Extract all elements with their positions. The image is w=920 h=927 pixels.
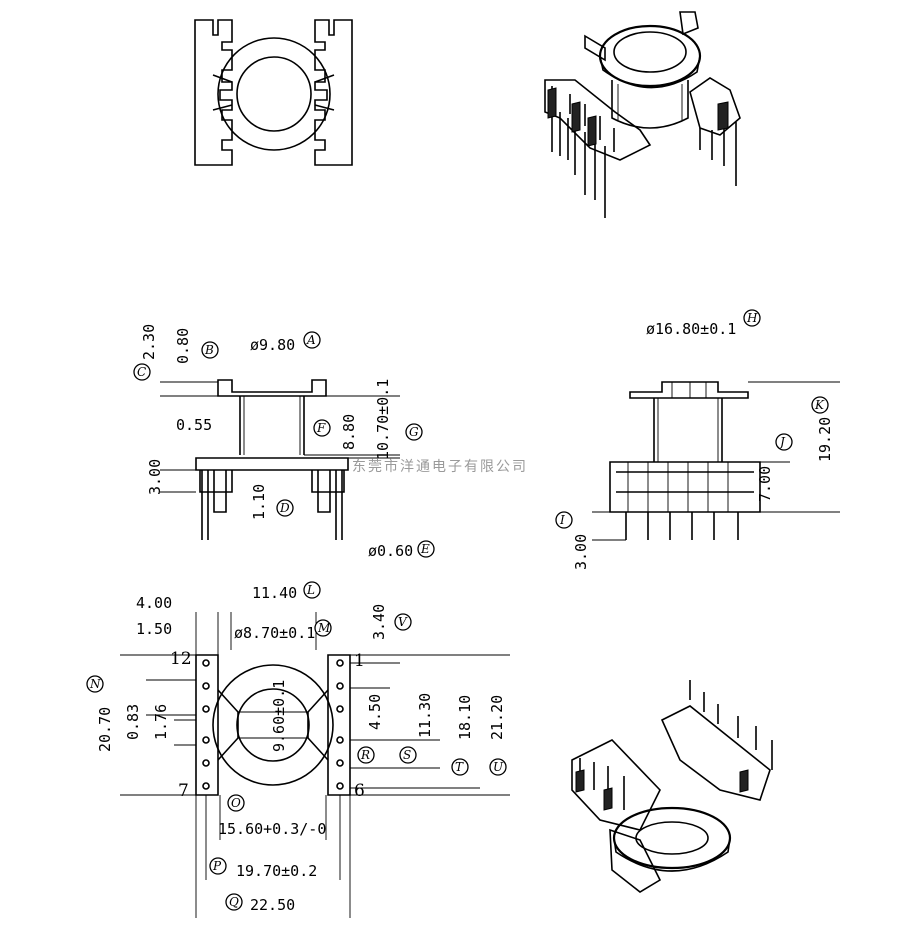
side-view xyxy=(592,381,840,541)
bottom-view xyxy=(120,612,510,918)
callout-R: R xyxy=(360,748,370,762)
front-view xyxy=(160,379,400,540)
dim-N-value: 20.70 xyxy=(96,707,114,752)
callout-A: A xyxy=(306,333,316,347)
pin-12-label: 12 xyxy=(170,649,192,669)
dimension-labels: ø9.80 0.55 ø0.60 ø16.80±0.1 11.40 ø8.70±… xyxy=(96,320,834,914)
iso-view-top xyxy=(544,11,741,218)
dim-pitch1-value: 1.50 xyxy=(136,620,172,638)
dim-V-value: 3.40 xyxy=(370,604,388,640)
callout-P: P xyxy=(212,859,222,873)
dim-P-value: 19.70±0.2 xyxy=(236,862,317,880)
dim-H-value: ø16.80±0.1 xyxy=(646,320,736,338)
callout-S: S xyxy=(403,748,411,762)
callout-I: I xyxy=(559,513,565,527)
dim-Q-value: 22.50 xyxy=(250,896,295,914)
callout-B: B xyxy=(204,343,214,357)
dim-slot-value: 0.55 xyxy=(176,416,212,434)
callout-U: U xyxy=(493,760,504,774)
callout-T: T xyxy=(455,760,464,774)
dim-O-value: 15.60+0.3/-0 xyxy=(218,820,326,838)
dim-I-value: 3.00 xyxy=(572,534,590,570)
callout-F: F xyxy=(316,421,326,435)
dim-C-value: 2.30 xyxy=(140,324,158,360)
watermark-text: 东莞市洋通电子有限公司 xyxy=(352,458,528,475)
pin-6-label: 6 xyxy=(354,781,365,801)
pin-holes-left xyxy=(202,659,210,790)
dim-E-value: ø0.60 xyxy=(368,542,413,560)
dim-G-value: 10.70±0.1 xyxy=(374,379,392,460)
callout-Q: Q xyxy=(229,895,239,909)
dim-U-value: 21.20 xyxy=(488,695,506,740)
iso-view-bottom xyxy=(571,680,773,893)
callout-bubbles: A B C D E F G H I J K L M N O P Q R S T … xyxy=(86,309,829,911)
callout-D: D xyxy=(279,501,290,515)
callout-M: M xyxy=(317,621,331,635)
callout-C: C xyxy=(137,365,146,379)
dim-A-value: ø9.80 xyxy=(250,336,295,354)
pin-holes-right xyxy=(336,659,344,790)
callout-L: L xyxy=(306,583,315,597)
pin-1-label: 1 xyxy=(354,651,365,671)
dim-T-value: 18.10 xyxy=(456,695,474,740)
dim-F-value: 8.80 xyxy=(340,414,358,450)
callout-E: E xyxy=(420,542,430,556)
dim-083-value: 0.83 xyxy=(124,704,142,740)
dim-side-pin-value: 3.00 xyxy=(146,459,164,495)
dim-L-value: 11.40 xyxy=(252,584,297,602)
dim-pitch4-value: 4.00 xyxy=(136,594,172,612)
callout-H: H xyxy=(746,311,758,325)
dim-J-value: 7.00 xyxy=(756,466,774,502)
callout-O: O xyxy=(231,796,241,810)
dim-176-value: 1.76 xyxy=(152,704,170,740)
dim-S-value: 11.30 xyxy=(416,693,434,738)
callout-K: K xyxy=(814,398,825,412)
dim-D-value: 1.10 xyxy=(250,484,268,520)
callout-G: G xyxy=(409,425,419,439)
dim-M-value: ø8.70±0.1 xyxy=(234,624,315,642)
top-view xyxy=(194,19,353,166)
pin-7-label: 7 xyxy=(178,781,189,801)
callout-V: V xyxy=(398,615,408,629)
dim-B-value: 0.80 xyxy=(174,328,192,364)
dim-K-value: 19.20 xyxy=(816,417,834,462)
dim-R-value: 4.50 xyxy=(366,694,384,730)
callout-N: N xyxy=(89,677,101,691)
pin-numbers: 12 1 7 6 xyxy=(170,649,365,801)
dim-bore-value: 9.60±0.1 xyxy=(270,680,288,752)
callout-J: J xyxy=(777,435,786,449)
